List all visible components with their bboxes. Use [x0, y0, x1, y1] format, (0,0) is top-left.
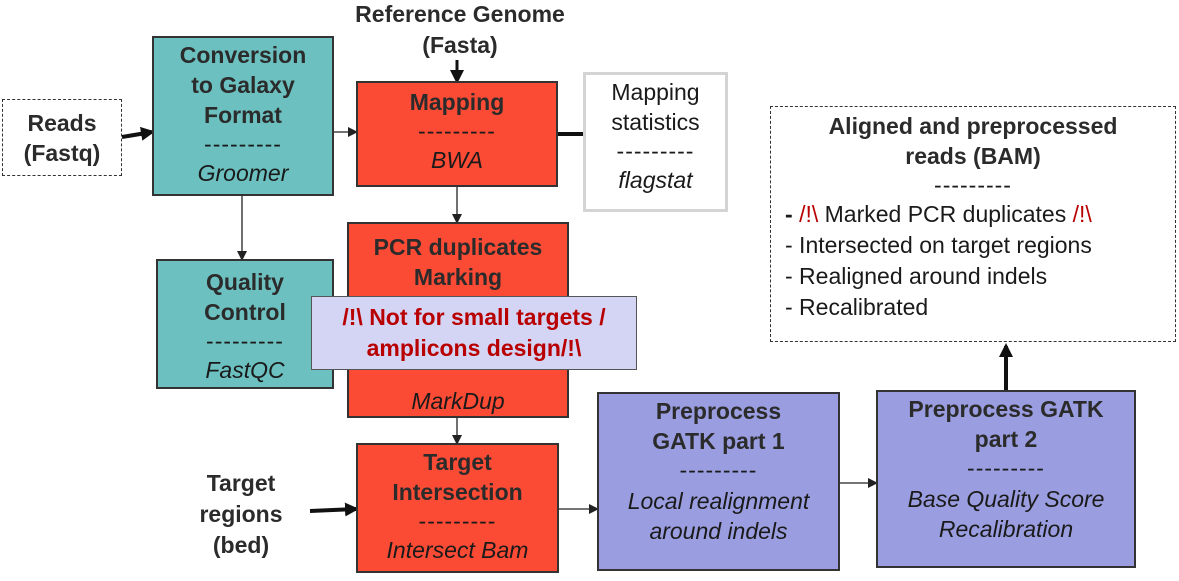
reads-subtitle: (Fastq) [23, 139, 101, 166]
reads-input-box: Reads (Fastq) [2, 99, 122, 176]
warning-line-1: /!\ Not for small targets / [342, 304, 606, 330]
stats-separator: --------- [616, 138, 695, 164]
conversion-title-3: Format [204, 102, 282, 128]
target-regions-label: Target regions (bed) [186, 468, 296, 561]
stats-title-2: statistics [611, 109, 700, 135]
regions-line-2: regions [199, 501, 283, 527]
conversion-box: Conversion to Galaxy Format --------- Gr… [152, 36, 334, 196]
gatk1-desc-2: around indels [649, 518, 788, 544]
target-title-2: Intersection [392, 479, 523, 505]
output-item-marked-duplicates: - /!\ Marked PCR duplicates /!\ [785, 201, 1092, 227]
arrow-regions-to-target [309, 502, 359, 517]
output-title-1: Aligned and preprocessed [828, 113, 1118, 139]
conversion-tool: Groomer [197, 160, 289, 186]
gatk2-separator: --------- [967, 455, 1045, 481]
gatk-part2-box: Preprocess GATK part 2 --------- Base Qu… [876, 390, 1136, 568]
quality-control-box: Quality Control --------- FastQC [156, 259, 334, 389]
output-list: - /!\ Marked PCR duplicates /!\ - Inters… [771, 199, 1092, 323]
gatk1-title-2: GATK part 1 [652, 428, 785, 454]
reads-title: Reads [27, 109, 97, 136]
warning-mark-end: /!\ [1072, 201, 1092, 227]
regions-line-1: Target [206, 470, 276, 496]
gatk1-title-1: Preprocess [655, 398, 782, 424]
conversion-title-2: to Galaxy [191, 72, 295, 98]
conversion-title-1: Conversion [179, 42, 307, 68]
output-item-recalibrated: - Recalibrated [785, 294, 929, 320]
gatk2-title-2: part 2 [974, 426, 1038, 452]
gatk2-desc-1: Base Quality Score [907, 486, 1105, 512]
qc-separator: --------- [206, 328, 284, 354]
reference-title: Reference Genome [355, 1, 565, 27]
target-tool: Intersect Bam [386, 537, 529, 563]
mapping-stats-box: Mapping statistics --------- flagstat [583, 72, 728, 212]
gatk2-title-1: Preprocess GATK [908, 396, 1104, 422]
stats-title-1: Mapping [611, 79, 700, 105]
warning-mark-start: /!\ [799, 201, 819, 227]
output-bam-box: Aligned and preprocessed reads (BAM) ---… [770, 106, 1176, 342]
qc-tool: FastQC [205, 357, 285, 383]
qc-title-2: Control [204, 299, 286, 325]
reference-subtitle: (Fasta) [422, 32, 498, 58]
mapping-tool: BWA [431, 147, 483, 173]
gatk2-desc-2: Recalibration [938, 516, 1074, 542]
arrow-reads-to-conversion [121, 126, 155, 141]
gatk-part1-box: Preprocess GATK part 1 --------- Local r… [597, 392, 840, 571]
stats-tool: flagstat [618, 167, 693, 193]
output-title-2: reads (BAM) [905, 143, 1041, 169]
gatk1-desc-1: Local realignment [627, 488, 810, 514]
warning-line-2: amplicons design/!\ [366, 335, 582, 361]
mapping-title: Mapping [409, 89, 505, 115]
output-item-intersected: - Intersected on target regions [785, 232, 1092, 258]
pcr-tool: MarkDup [411, 388, 505, 414]
mapping-box: Mapping --------- BWA [356, 81, 558, 187]
conversion-separator: --------- [204, 131, 282, 157]
mapping-separator: --------- [418, 118, 496, 144]
output-separator: --------- [934, 172, 1012, 198]
target-intersection-box: Target Intersection --------- Intersect … [356, 443, 559, 573]
reference-genome-label: Reference Genome (Fasta) [330, 0, 590, 61]
output-item-realigned: - Realigned around indels [785, 263, 1048, 289]
target-separator: --------- [418, 508, 497, 534]
target-title-1: Target [423, 449, 492, 475]
gatk1-separator: --------- [679, 457, 758, 483]
regions-line-3: (bed) [212, 532, 270, 558]
warning-note: /!\ Not for small targets / amplicons de… [311, 296, 637, 370]
pcr-title-1: PCR duplicates [373, 234, 543, 260]
qc-title-1: Quality [206, 269, 284, 295]
pcr-title-2: Marking [413, 264, 503, 290]
